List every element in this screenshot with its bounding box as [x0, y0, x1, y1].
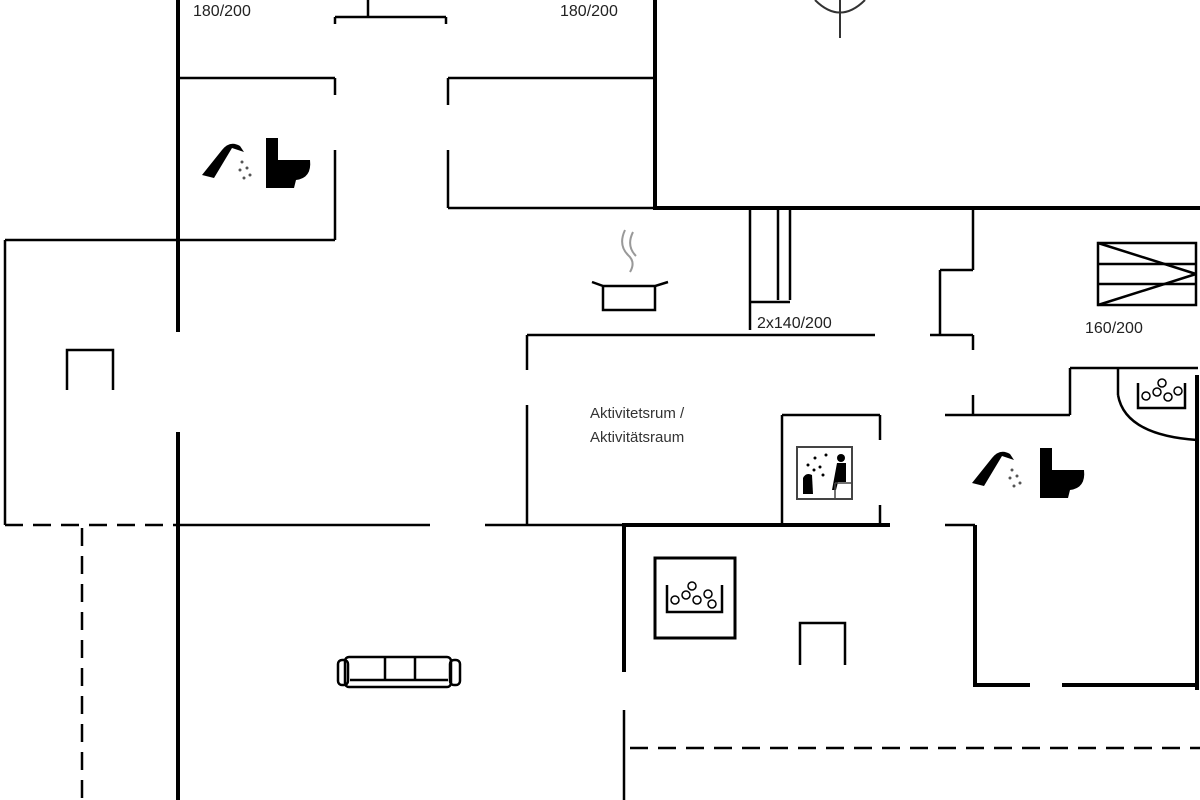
sofa-icon [336, 655, 462, 689]
fireplace-icon [65, 348, 115, 390]
cooking-pot-icon [591, 229, 669, 312]
bed-label: 160/200 [1085, 320, 1143, 337]
bed-label: 180/200 [193, 3, 251, 20]
sauna-icon [796, 446, 853, 500]
shower-icon [972, 451, 1022, 488]
room-label: Aktivitetsrum / [590, 405, 685, 422]
toilet-icon [1040, 448, 1085, 498]
compass-icon [814, 0, 866, 38]
toilet-icon [266, 138, 311, 188]
whirlpool-icon [1136, 378, 1187, 410]
stairs-icon [1096, 241, 1198, 307]
whirlpool-icon [653, 556, 737, 640]
fireplace-icon [798, 621, 847, 665]
shower-icon [202, 143, 252, 180]
walls [3, 0, 1200, 800]
bed-label: 180/200 [560, 3, 618, 20]
bed-label: 2x140/200 [757, 315, 832, 332]
room-label: Aktivitätsraum [590, 429, 684, 446]
